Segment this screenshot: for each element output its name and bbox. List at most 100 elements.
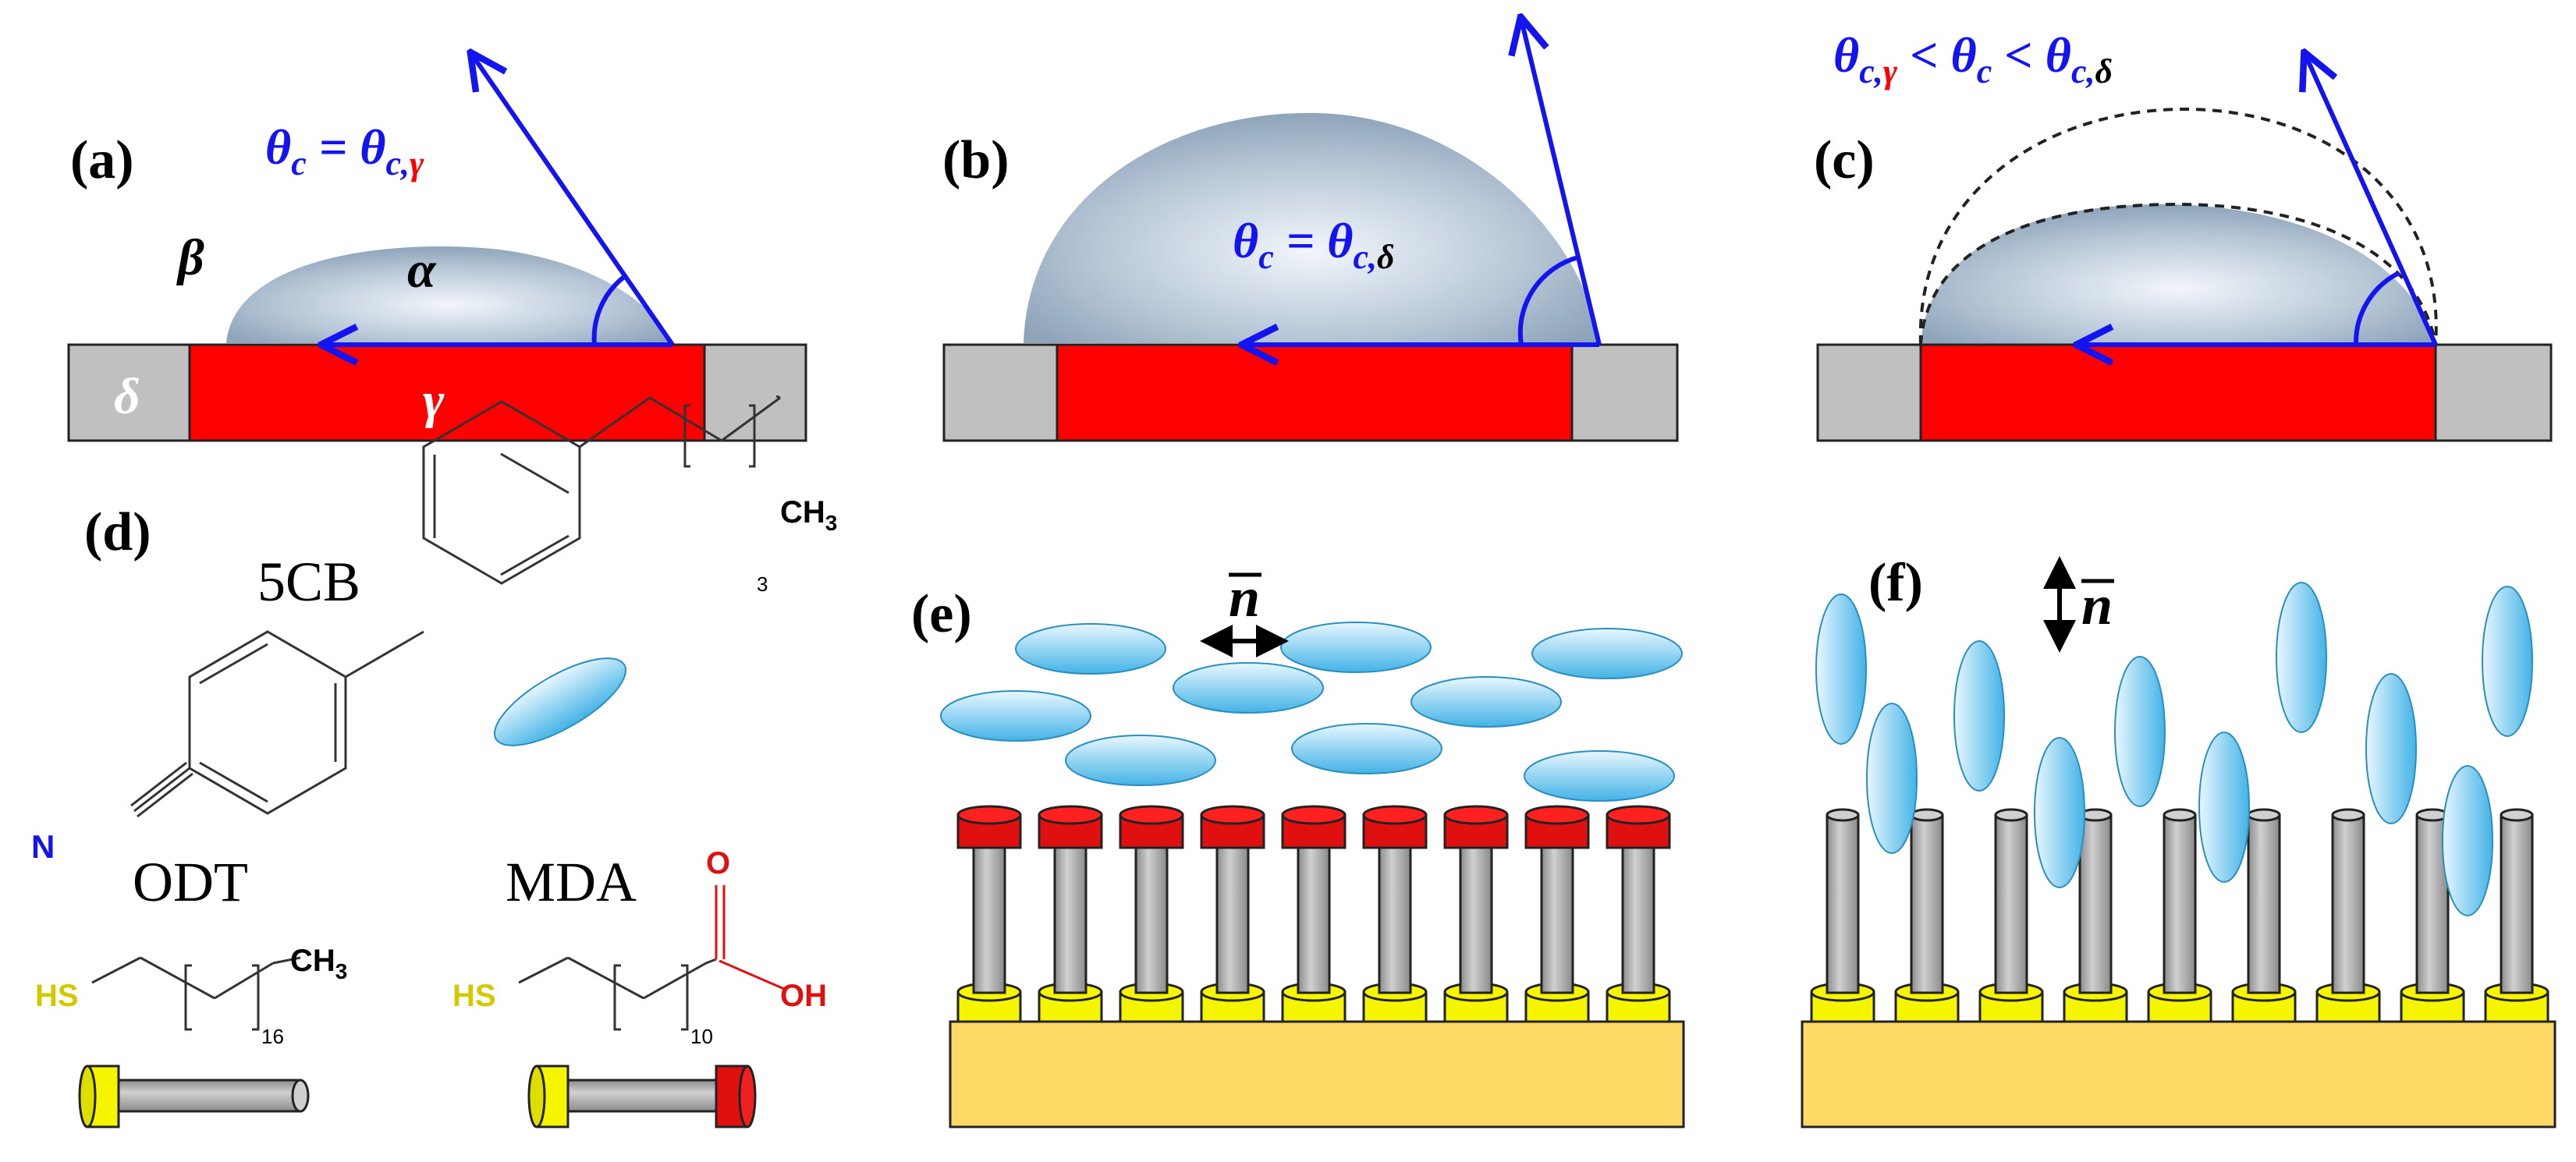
repeat-count-5cb: 3 [757, 572, 768, 596]
lc-molecule [2365, 673, 2417, 824]
panel-e: (e) n [911, 566, 1685, 1128]
panel-label-d: (d) [84, 502, 151, 562]
structure-mda [518, 956, 717, 1031]
droplet-b [1024, 112, 1599, 343]
sam-molecule-e [1606, 805, 1671, 1023]
sam-molecule-e [1119, 805, 1184, 1023]
contact-angle-arc-c [2353, 271, 2400, 345]
panel-a: (a) θc = θc,γ β α δ γ [67, 55, 807, 442]
gold-substrate-e [949, 1020, 1685, 1128]
contact-angle-arc-a [591, 275, 626, 345]
lc-molecule [1815, 593, 1867, 745]
lc-molecule [2198, 732, 2250, 883]
lc-molecule-5cb [493, 657, 627, 746]
repeat-count-odt: 16 [261, 1025, 284, 1048]
lc-molecule [1410, 676, 1562, 728]
atom-oh-mda: OH [780, 979, 827, 1013]
repeat-count-mda: 10 [690, 1025, 713, 1048]
panel-d: (d) 5CB [31, 395, 837, 1128]
droplet-c [1921, 204, 2436, 345]
substrate-gamma-b [1056, 343, 1574, 442]
molecule-name-odt: ODT [133, 851, 248, 913]
sam-molecule-f [1978, 808, 2044, 1023]
sam-molecule-e [1200, 805, 1265, 1023]
lc-molecule [2442, 765, 2493, 916]
panel-label-e: (e) [911, 584, 972, 644]
equation-a: θc = θc,γ [265, 119, 424, 182]
substrate-gamma-c [1919, 343, 2437, 442]
lc-molecule [1531, 628, 1683, 679]
tangent-arrow-c [2305, 55, 2438, 346]
panel-c: (c) θc,γ < θc < θc,δ [1814, 27, 2553, 442]
lc-molecules-e [940, 622, 1683, 802]
lc-molecule [1291, 723, 1442, 774]
phase-alpha-label: α [407, 242, 437, 299]
carboxyl-group [715, 885, 785, 990]
lc-molecule [1173, 662, 1324, 714]
sam-molecule-f [1894, 808, 1960, 1023]
lc-molecule [1065, 735, 1216, 786]
panel-b: (b) θc = θc,δ [942, 19, 1679, 442]
atom-hs-mda: HS [452, 979, 496, 1013]
substrate-delta-right-b [1570, 343, 1679, 442]
dashed-profile-inner-c [1919, 202, 2437, 345]
tangent-arrow-a [472, 55, 675, 346]
sam-molecule-e [1362, 805, 1428, 1023]
molecule-name-mda: MDA [506, 851, 637, 913]
sam-molecule-e [1038, 805, 1103, 1023]
tangent-arrow-b [1521, 19, 1602, 345]
sam-molecule-e [1443, 805, 1509, 1023]
lc-molecule [2276, 582, 2327, 733]
lc-molecules-f [1815, 582, 2533, 916]
sam-molecule-f [2400, 808, 2465, 1023]
substrate-gamma-label: γ [423, 372, 445, 429]
equation-b: θc = θc,δ [1233, 213, 1395, 276]
sam-molecule-e [1524, 805, 1590, 1023]
substrate-delta-left-b [942, 343, 1059, 442]
lc-molecule [940, 690, 1091, 742]
sam-molecule-f [2063, 808, 2128, 1023]
dashed-profile-outer-c [1918, 107, 2438, 345]
lc-molecule [1953, 640, 2005, 792]
atom-ch3-odt: CH3 [290, 944, 347, 983]
mda-rod-icon [527, 1065, 757, 1128]
structure-odt [91, 956, 301, 1031]
odt-rod-icon [78, 1065, 310, 1128]
substrate-delta-label: δ [114, 368, 140, 425]
droplet-a [226, 246, 672, 343]
lc-molecule [2034, 737, 2085, 888]
lc-molecule [1015, 623, 1166, 675]
contact-angle-arc-b [1517, 255, 1579, 345]
atom-ch3-5cb: CH3 [780, 495, 837, 535]
sam-molecule-f [2231, 808, 2297, 1023]
director-label-f: n [2081, 574, 2113, 636]
lc-molecule [2482, 586, 2533, 737]
lc-molecule [1280, 622, 1432, 673]
substrate-delta-left-c [1816, 343, 1922, 442]
panel-label-c: (c) [1814, 130, 1875, 190]
lc-molecule [2114, 656, 2166, 807]
substrate-gamma-a [188, 343, 706, 442]
atom-hs-odt: HS [35, 979, 79, 1013]
lc-molecule [1866, 703, 1918, 854]
panel-f: (f) n [1801, 553, 2556, 1128]
sam-rods-e [956, 805, 1671, 1023]
atom-o-mda: O [706, 846, 730, 880]
sam-molecule-f [2147, 808, 2212, 1023]
panel-label-b: (b) [942, 130, 1009, 190]
equation-c: θc,γ < θc < θc,δ [1833, 27, 2113, 90]
sam-molecule-f [1810, 808, 1875, 1023]
phase-beta-label: β [176, 229, 204, 286]
substrate-delta-right-c [2434, 343, 2553, 442]
structure-5cb [130, 395, 781, 818]
atom-n-5cb: N [31, 828, 55, 865]
panel-label-f: (f) [1868, 553, 1923, 613]
molecule-name-5cb: 5CB [257, 551, 360, 613]
sam-molecule-f [2484, 808, 2549, 1023]
lc-molecule [1524, 750, 1675, 802]
sam-rods-f [1810, 808, 2549, 1023]
gold-substrate-f [1801, 1020, 2556, 1128]
sam-molecule-e [956, 805, 1022, 1023]
panel-label-a: (a) [70, 130, 134, 190]
